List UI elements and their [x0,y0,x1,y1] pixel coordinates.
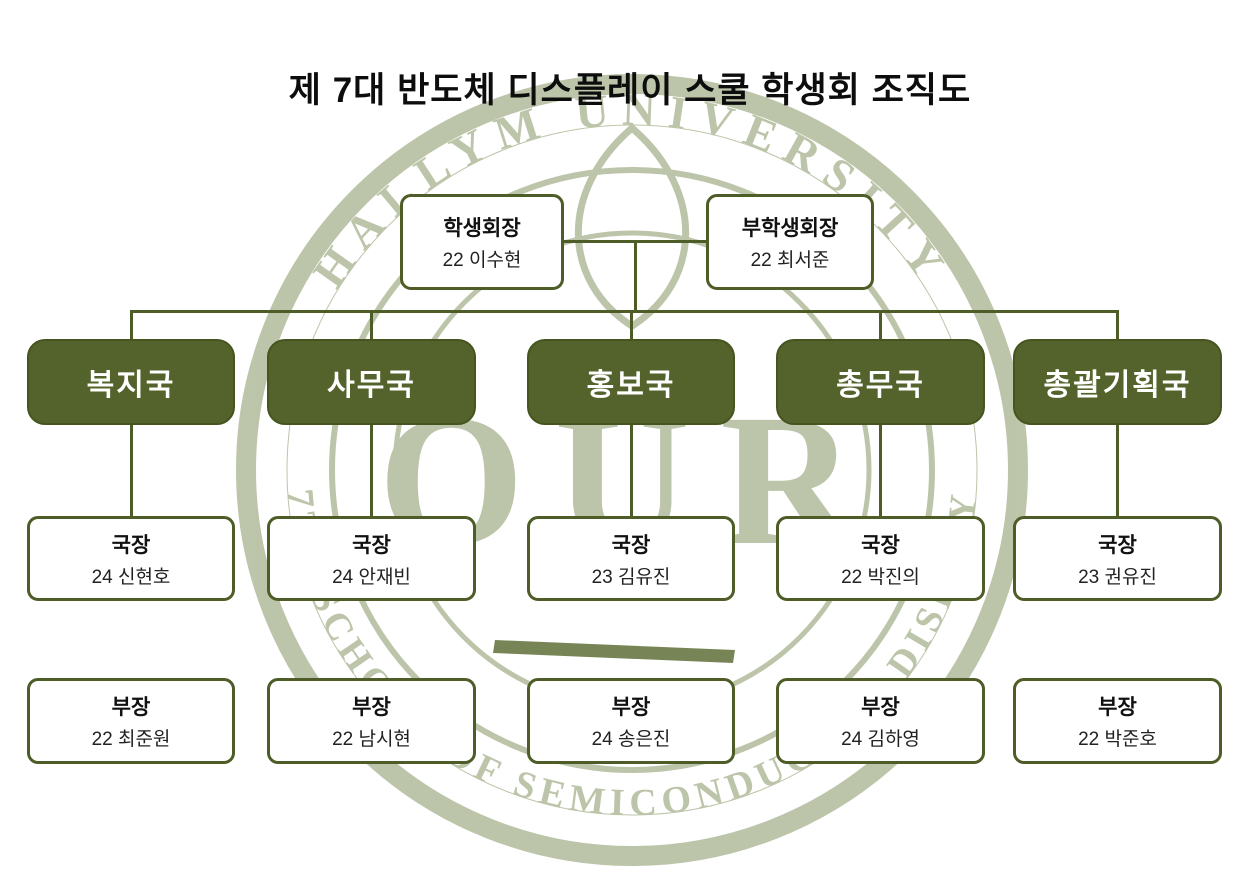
director-name: 23 권유진 [1078,566,1157,588]
head-box: 부장 24 김하영 [776,678,985,764]
connector-line [1116,310,1119,340]
page-title: 제 7대 반도체 디스플레이 스쿨 학생회 조직도 [288,71,972,110]
department-name: 총무국 [836,369,925,402]
department-box: 총무국 [776,339,985,425]
head-role-label: 부장 [861,696,900,719]
head-name: 22 최준원 [91,729,171,750]
department-box: 총괄기획국 [1013,339,1222,425]
head-role-label: 부장 [352,696,391,719]
president-box: 학생회장 22 이수현 [400,194,564,290]
president-name: 22 이수현 [442,250,522,271]
director-role-label: 국장 [1098,533,1137,557]
connector-line [634,240,637,312]
department-name: 사무국 [327,369,416,402]
head-role-label: 부장 [611,696,651,719]
connector-line [370,310,373,340]
head-box: 부장 22 박준호 [1013,678,1222,764]
vice-president-role-label: 부학생회장 [741,217,839,240]
director-role-label: 국장 [861,533,900,557]
head-box: 부장 24 송은진 [527,678,735,764]
department-box: 사무국 [267,339,476,425]
head-name: 22 박준호 [1078,729,1157,750]
vice-president-box: 부학생회장 22 최서준 [706,194,874,290]
director-role-label: 국장 [111,533,151,557]
connector-line [879,425,882,516]
connector-line [1116,425,1119,516]
head-role-label: 부장 [1098,696,1137,719]
director-role-label: 국장 [611,533,651,557]
vice-president-name: 22 최서준 [750,250,830,271]
head-name: 24 송은진 [591,729,671,750]
director-box: 국장 24 안재빈 [267,516,476,601]
head-name: 22 남시현 [332,729,411,750]
director-name: 24 안재빈 [332,566,411,588]
director-box: 국장 22 박진의 [776,516,985,601]
director-box: 국장 24 신현호 [27,516,235,601]
director-name: 23 김유진 [591,566,671,588]
seal-leaf-emblem [574,123,690,331]
connector-line [130,425,133,516]
connector-line [879,310,882,340]
connector-line [630,425,633,516]
director-box: 국장 23 권유진 [1013,516,1222,601]
connector-line [630,310,633,340]
president-role-label: 학생회장 [443,217,521,240]
head-name: 24 김하영 [841,729,920,750]
head-box: 부장 22 최준원 [27,678,235,764]
connector-line [370,425,373,516]
department-box: 홍보국 [527,339,735,425]
director-box: 국장 23 김유진 [527,516,735,601]
department-name: 총괄기획국 [1043,369,1192,402]
connector-line [130,310,1118,313]
director-role-label: 국장 [352,533,391,557]
department-box: 복지국 [27,339,235,425]
connector-line [130,310,133,340]
seal-bar-emblem [493,640,735,663]
department-name: 홍보국 [586,369,676,402]
department-name: 복지국 [86,369,176,402]
director-name: 22 박진의 [841,566,920,588]
director-name: 24 신현호 [91,566,171,588]
head-box: 부장 22 남시현 [267,678,476,764]
head-role-label: 부장 [111,696,151,719]
